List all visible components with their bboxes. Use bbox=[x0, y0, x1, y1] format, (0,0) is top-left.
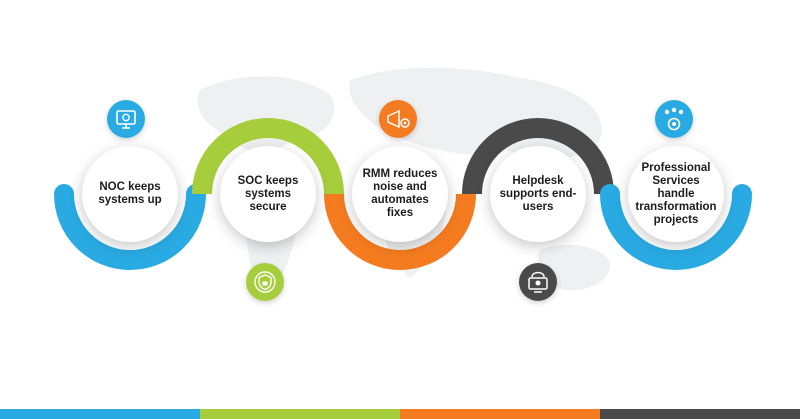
wave-arc-1 bbox=[54, 184, 206, 270]
wave-arc-3 bbox=[324, 193, 476, 270]
wave-arc-5 bbox=[600, 184, 752, 270]
team-gear-icon bbox=[655, 100, 693, 138]
wave-arc-2 bbox=[192, 118, 344, 195]
bottom-bar-orange bbox=[400, 409, 600, 419]
step-soc-label: SOC keeps systems secure bbox=[237, 174, 299, 213]
megaphone-gear-icon bbox=[379, 100, 417, 138]
bottom-bar-green bbox=[200, 409, 400, 419]
step-noc: NOC keeps systems up bbox=[82, 146, 178, 242]
monitor-gear-icon bbox=[107, 100, 145, 138]
step-helpdesk-label: Helpdesk supports end-users bbox=[499, 174, 577, 213]
security-shield-icon bbox=[246, 263, 284, 301]
step-professional-services: Professional Services handle transformat… bbox=[628, 146, 724, 242]
step-professional-services-label: Professional Services handle transformat… bbox=[635, 161, 717, 226]
wave-arc-4 bbox=[462, 118, 614, 195]
step-helpdesk: Helpdesk supports end-users bbox=[490, 146, 586, 242]
bottom-bar-blue bbox=[0, 409, 200, 419]
headset-monitor-icon bbox=[519, 263, 557, 301]
step-noc-label: NOC keeps systems up bbox=[98, 181, 162, 206]
bottom-bar-dark bbox=[600, 409, 800, 419]
bottom-color-bar bbox=[0, 409, 800, 419]
step-rmm: RMM reduces noise and automates fixes bbox=[352, 146, 448, 242]
step-soc: SOC keeps systems secure bbox=[220, 146, 316, 242]
step-rmm-label: RMM reduces noise and automates fixes bbox=[362, 168, 438, 219]
